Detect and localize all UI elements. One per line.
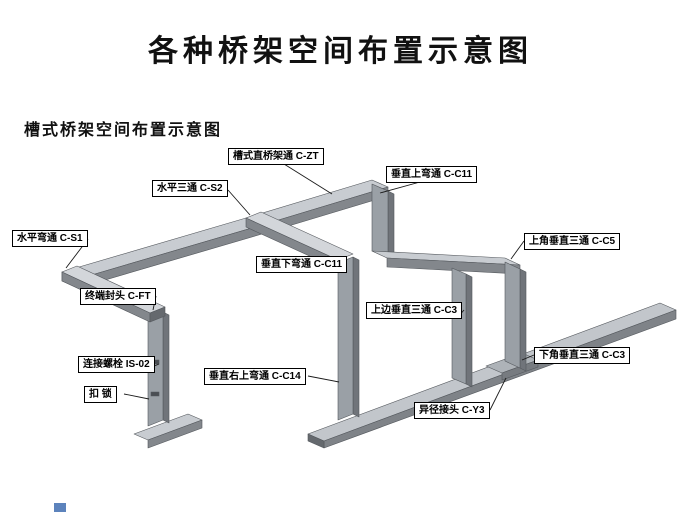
label-c-s1: 水平弯通 C-S1	[12, 230, 88, 247]
tray-run-bottom	[307, 302, 677, 449]
label-c-ft: 终端封头 C-FT	[80, 288, 156, 305]
label-c-c3-upper: 上边垂直三通 C-C3	[366, 302, 463, 319]
vertical-post-right-corner	[504, 261, 527, 372]
end-cap	[149, 306, 166, 323]
leader-c-c5	[510, 240, 525, 260]
tray-stub-base	[133, 413, 203, 449]
label-c-s2: 水平三通 C-S2	[152, 180, 228, 197]
label-c-c3-lower: 下角垂直三通 C-C3	[534, 347, 631, 364]
label-c-zt: 槽式直桥架通 C-ZT	[228, 148, 324, 165]
label-is-02: 连接螺栓 IS-02	[78, 356, 155, 373]
page-title: 各种桥架空间布置示意图	[148, 35, 533, 68]
label-kousuo: 扣 锁	[84, 386, 117, 403]
leader-c-c3-lower	[521, 354, 535, 361]
leader-kousuo	[123, 393, 150, 400]
vertical-post-upper-edge	[451, 267, 473, 388]
watermark-logo	[54, 503, 66, 512]
leader-c-c14	[307, 375, 340, 383]
tray-run-mid-right	[371, 250, 521, 275]
label-c-y3: 异径接头 C-Y3	[414, 402, 490, 419]
leader-c-y3	[489, 377, 507, 411]
vertical-post-tee-drop	[337, 256, 360, 421]
leader-c-c11-up	[379, 181, 421, 194]
lock-dot	[150, 391, 160, 397]
label-c-c14: 垂直右上弯通 C-C14	[204, 368, 306, 385]
vertical-post-center	[371, 183, 395, 262]
vertical-post-left	[147, 311, 170, 427]
section-subtitle: 槽式桥架空间布置示意图	[24, 122, 223, 139]
leader-lines	[65, 163, 535, 411]
leader-c-s2	[227, 189, 251, 216]
label-c-c5: 上角垂直三通 C-C5	[524, 233, 621, 250]
leader-c-zt	[283, 163, 333, 195]
label-c-c11-up: 垂直上弯通 C-C11	[386, 166, 478, 183]
label-c-c11-down: 垂直下弯通 C-C11	[256, 256, 348, 273]
